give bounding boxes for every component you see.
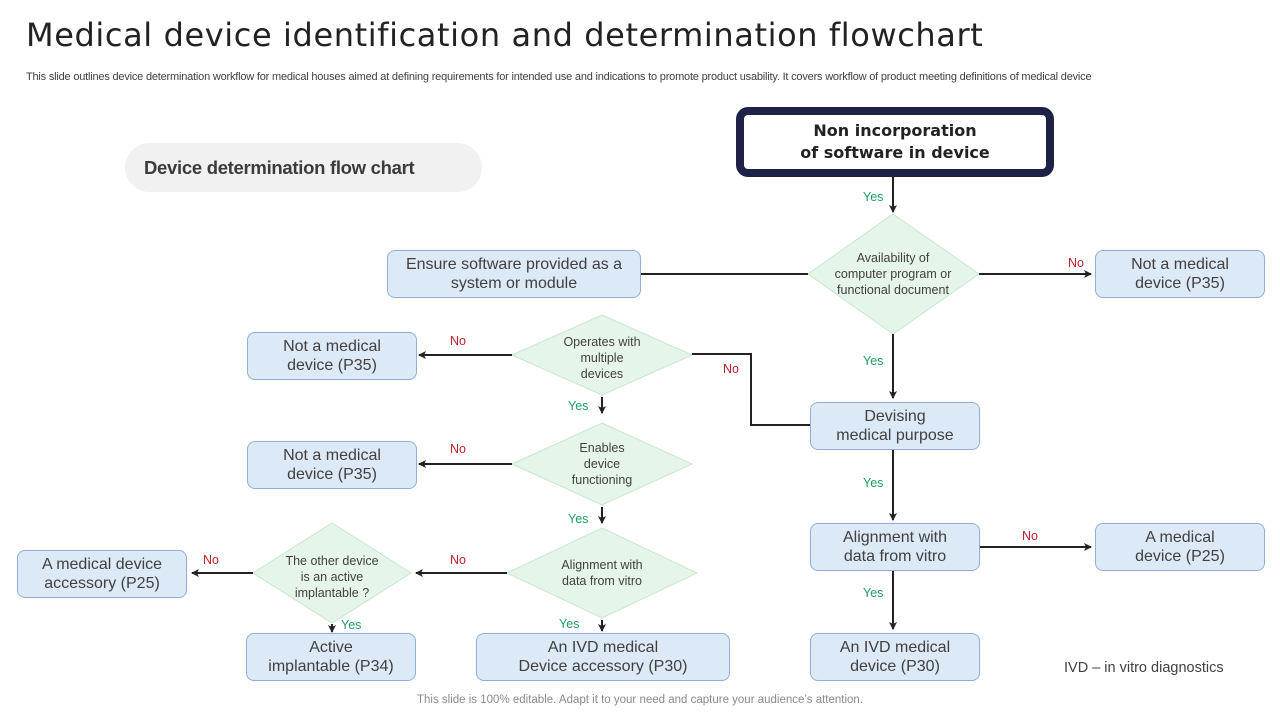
box-not-medical-device-right: Not a medical device (P35) [1095, 250, 1265, 298]
box-medical-device-p25: A medical device (P25) [1095, 523, 1265, 571]
edge-label-yes: Yes [341, 618, 362, 632]
decision-alignment-left: Alignment with data from vitro [561, 558, 643, 588]
box-ivd-device-accessory-p30: An IVD medical Device accessory (P30) [476, 633, 730, 681]
start-node-label: Non incorporation of software in device [800, 121, 990, 162]
ivd-legend-note: IVD – in vitro diagnostics [1064, 660, 1224, 676]
decision-alignment-left-shape [505, 527, 699, 619]
decision-active-implantable: The other device is an active implantabl… [285, 554, 379, 600]
page-title: Medical device identification and determ… [26, 16, 984, 54]
edge-label-yes: Yes [863, 354, 884, 368]
edge-label-no: No [203, 553, 219, 567]
decision-operates-shape [510, 314, 694, 396]
decision-enables-shape [510, 422, 694, 506]
edge-label-yes: Yes [568, 399, 589, 413]
box-devising-medical-purpose: Devising medical purpose [810, 402, 980, 450]
decision-operates: Operates with multiple devices [563, 335, 641, 381]
decision-enables: Enables device functioning [571, 441, 633, 487]
box-active-implantable-p34: Active implantable (P34) [246, 633, 416, 681]
edge-label-yes: Yes [863, 476, 884, 490]
footer-note: This slide is 100% editable. Adapt it to… [416, 694, 864, 706]
edge-label-yes: Yes [568, 512, 589, 526]
section-label-pill: Device determination flow chart [125, 143, 482, 192]
decision-availability: Availability of computer program or func… [834, 251, 952, 297]
edge-label-no: No [1022, 529, 1038, 543]
start-node: Non incorporation of software in device [736, 107, 1054, 177]
box-not-medical-device-1: Not a medical device (P35) [247, 332, 417, 380]
decision-active-implantable-shape [252, 522, 412, 624]
box-medical-device-accessory-p25: A medical device accessory (P25) [17, 550, 187, 598]
edge-label-no: No [450, 553, 466, 567]
section-label: Device determination flow chart [144, 156, 415, 178]
edge-label-yes: Yes [863, 190, 884, 204]
edge-label-no: No [450, 334, 466, 348]
box-not-medical-device-2: Not a medical device (P35) [247, 441, 417, 489]
connector [692, 353, 810, 426]
box-ensure-software: Ensure software provided as a system or … [387, 250, 641, 298]
edge-label-yes: Yes [863, 586, 884, 600]
box-alignment-right: Alignment with data from vitro [810, 523, 980, 571]
edge-label-no: No [450, 442, 466, 456]
page-subtitle: This slide outlines device determination… [26, 71, 1092, 83]
edge-label-no: No [723, 362, 739, 376]
edge-label-no: No [1068, 256, 1084, 270]
box-ivd-medical-device-p30: An IVD medical device (P30) [810, 633, 980, 681]
edge-label-yes: Yes [559, 617, 580, 631]
